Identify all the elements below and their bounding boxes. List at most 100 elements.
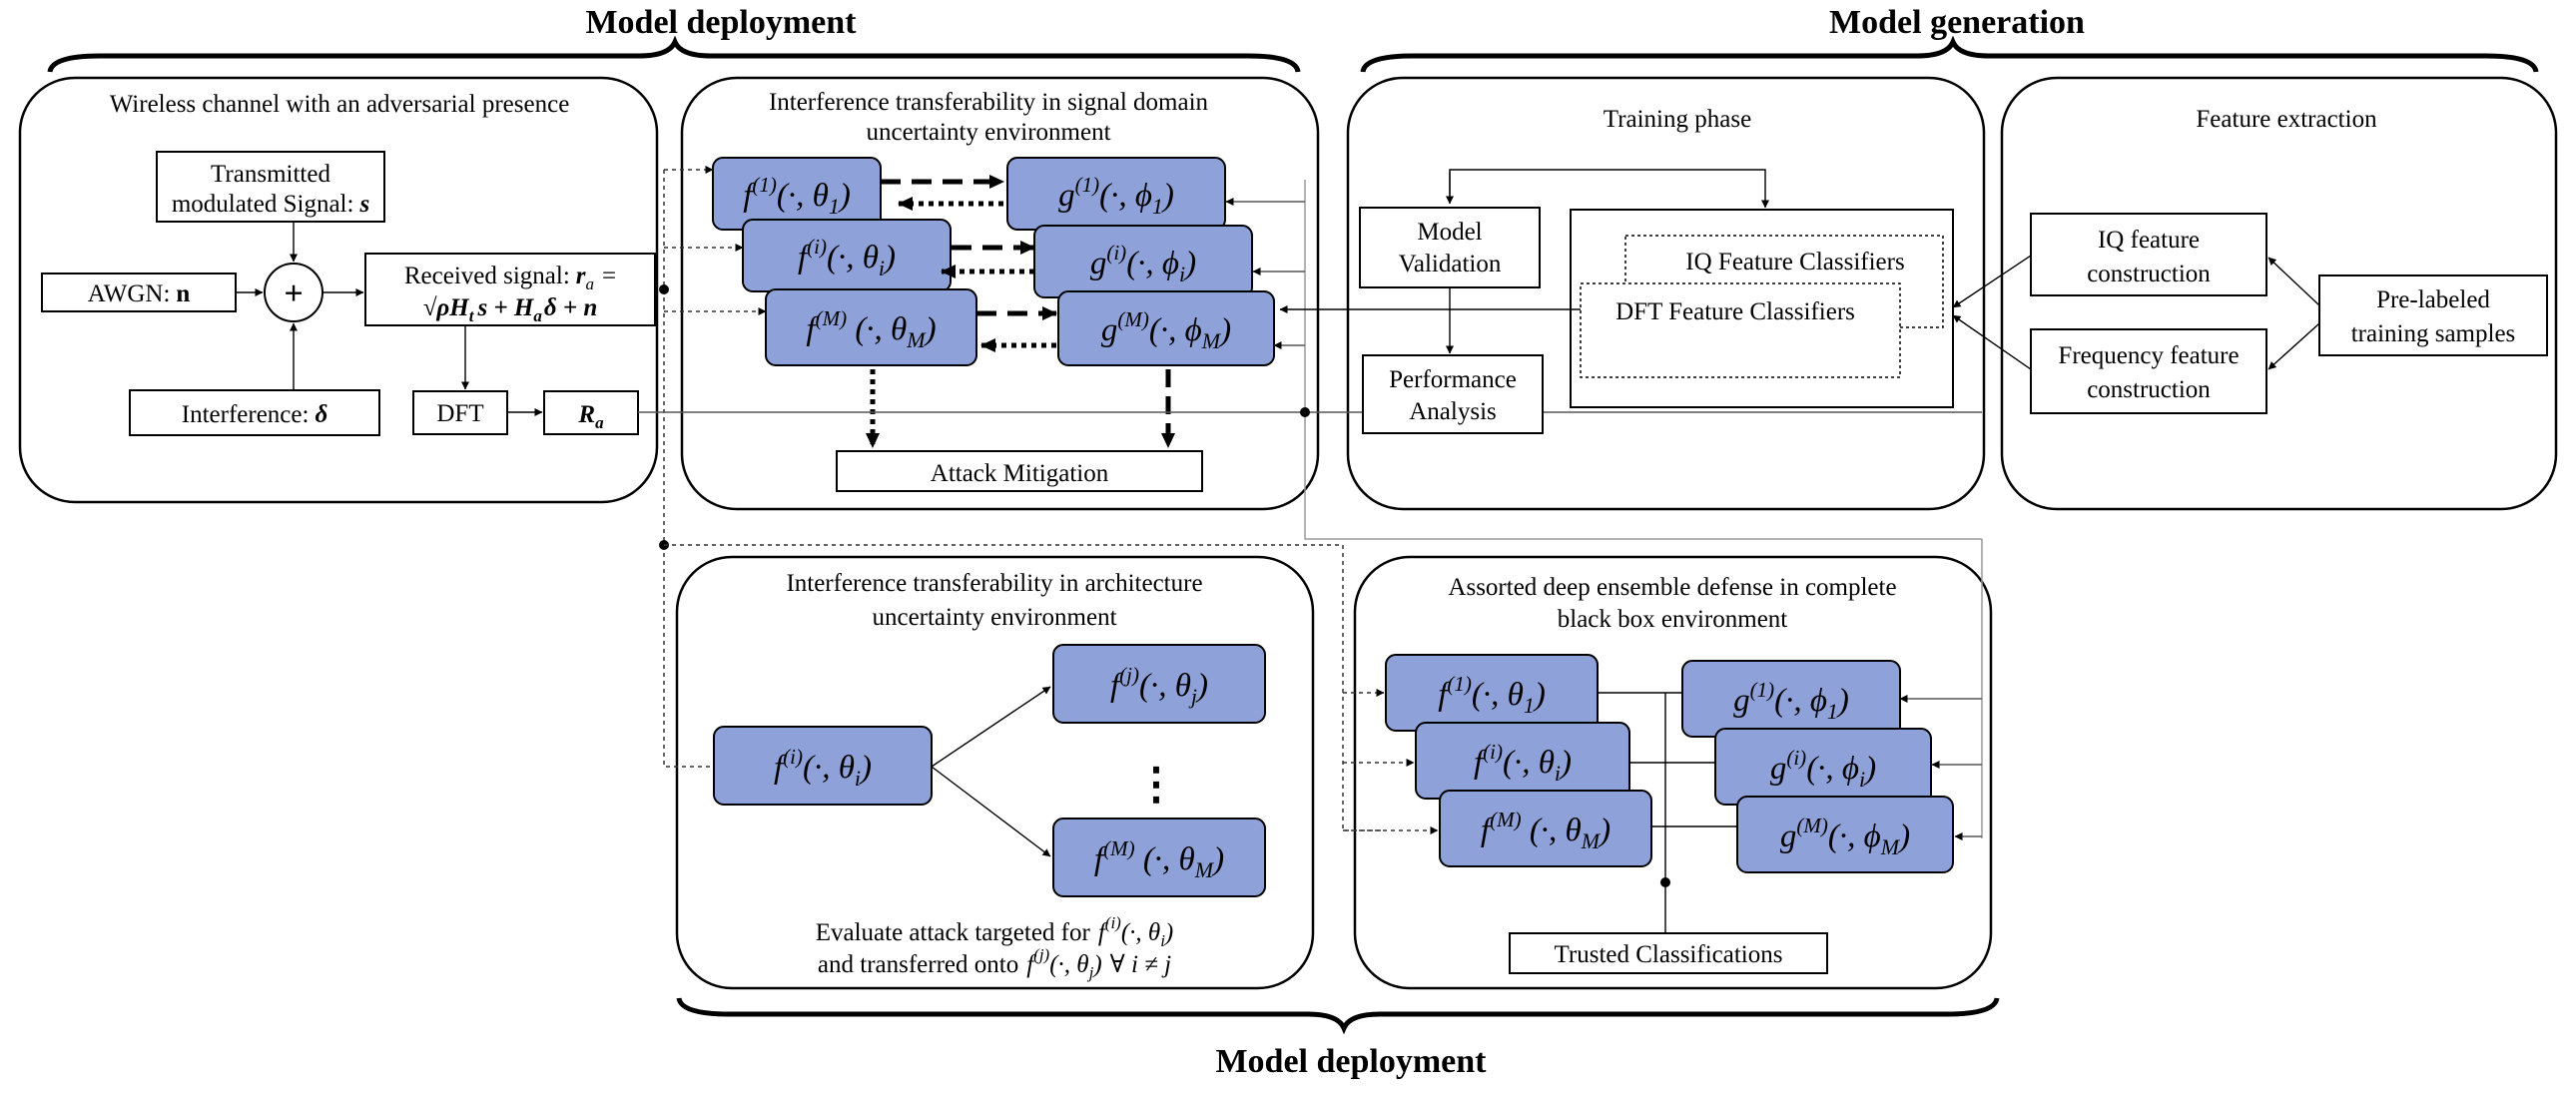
ens-g-model-3-label: g(M)(·, ϕM): [1780, 814, 1910, 859]
interference-label: Interference:δ: [182, 401, 328, 428]
header-model-deployment-top: Model deployment: [585, 4, 857, 41]
freq-feature-line2: construction: [2087, 376, 2211, 403]
arrow-iq-to-classifiers: [1952, 255, 2032, 308]
training-title: Training phase: [1604, 106, 1751, 133]
ens-g-model-3: g(M)(·, ϕM): [1736, 796, 1954, 873]
iq-classifiers-label: IQ Feature Classifiers: [1685, 249, 1904, 275]
performance-line2: Analysis: [1409, 398, 1497, 425]
sd-f-model-2-label: f(i)(·, θi): [798, 235, 896, 280]
dft-classifiers-label: DFT Feature Classifiers: [1615, 298, 1855, 325]
sd-f-model-1-label: f(1)(·, θ1): [743, 173, 851, 219]
arch-f-i-model-box: [713, 726, 933, 806]
ens-g-model-3-box: [1736, 796, 1954, 873]
dft-label: DFT: [436, 400, 483, 427]
junction-dot-ra: [1300, 407, 1310, 417]
wireless-title: Wireless channel with an adversarial pre…: [110, 91, 570, 118]
ens-g-model-2: g(i)(·, ϕi): [1714, 728, 1932, 806]
transmitted-line2: modulated Signal:s: [172, 191, 369, 218]
interference-box: [129, 389, 380, 436]
header-model-deployment-bottom: Model deployment: [1215, 1043, 1487, 1080]
ens-f-model-3-box: [1439, 790, 1652, 867]
architecture-ellipsis: ⋮: [1134, 760, 1178, 809]
iq-feature-line1: IQ feature: [2098, 227, 2200, 254]
received-line1: Received signal:ra=: [404, 263, 616, 293]
awgn-label: AWGN:n: [88, 280, 191, 307]
dotted-left-connector: [663, 170, 711, 768]
model-validation-line1: Model: [1417, 219, 1482, 246]
attack-mitigation-label: Attack Mitigation: [931, 460, 1109, 487]
gray-link-gmodels: [1304, 180, 1982, 540]
ens-g-model-1: g(1)(·, ϕ1): [1681, 660, 1901, 738]
ensemble-title-1: Assorted deep ensemble defense in comple…: [1448, 574, 1896, 601]
ens-g-model-1-label: g(1)(·, ϕ1): [1733, 678, 1849, 724]
sd-g-model-3: g(M)(·, ϕM): [1057, 290, 1275, 366]
ensemble-title-2: black box environment: [1558, 606, 1788, 633]
iq-feature-line2: construction: [2087, 261, 2211, 287]
sd-f-model-2: f(i)(·, θi): [742, 219, 952, 292]
trusted-label: Trusted Classifications: [1555, 941, 1783, 968]
panel-wireless-channel: [18, 76, 659, 504]
sd-g-model-2: g(i)(·, ϕi): [1033, 225, 1253, 298]
panel-training-phase: [1346, 76, 1986, 511]
arch-f-j-model-label: f(j)(·, θj): [1110, 663, 1208, 709]
sd-f-model-3-box: [765, 288, 977, 366]
panel-ensemble: [1353, 555, 1993, 990]
trusted-box: [1509, 932, 1828, 974]
ra-label: Ra: [577, 401, 604, 432]
prelabeled-line2: training samples: [2351, 320, 2516, 347]
panel-architecture: [675, 555, 1315, 990]
arrow-prelabeled-to-iq: [2267, 257, 2320, 306]
ens-f-model-1: f(1)(·, θ1): [1385, 654, 1599, 732]
sd-f-model-3: f(M) (·, θM): [765, 288, 977, 366]
arrow-fi-to-fM: [931, 766, 1051, 857]
performance-box: [1362, 354, 1544, 434]
sd-g-model-1: g(1)(·, ϕ1): [1006, 157, 1226, 231]
ens-f-model-2: f(i)(·, θi): [1415, 722, 1630, 800]
arch-f-M-model: f(M) (·, θM): [1052, 818, 1266, 897]
architecture-title-2: uncertainty environment: [872, 604, 1116, 631]
transmitted-box: [156, 151, 385, 223]
awgn-box: [41, 273, 237, 312]
iq-feature-box: [2030, 213, 2267, 296]
arrow-fi-to-fj: [931, 686, 1051, 768]
summing-plus: +: [284, 275, 303, 312]
sd-g-model-3-label: g(M)(·, ϕM): [1101, 307, 1231, 353]
brace-top-right: [1360, 35, 2539, 73]
sd-g-model-3-box: [1057, 290, 1275, 366]
panel-signal-domain: [680, 76, 1320, 511]
arch-f-i-model: f(i)(·, θi): [713, 726, 933, 806]
sd-g-model-1-label: g(1)(·, ϕ1): [1058, 173, 1174, 219]
model-validation-box: [1359, 207, 1541, 288]
sd-g-model-2-label: g(i)(·, ϕi): [1090, 241, 1196, 286]
arrow-freq-to-classifiers: [1952, 314, 2032, 370]
signal-domain-title-1: Interference transferability in signal d…: [769, 89, 1209, 116]
signal-domain-title-2: uncertainty environment: [866, 119, 1110, 146]
performance-line1: Performance: [1389, 366, 1517, 393]
received-signal-box: [364, 253, 656, 326]
attack-mitigation-box: [836, 450, 1203, 492]
ens-f-model-2-label: f(i)(·, θi): [1474, 740, 1572, 786]
prelabeled-box: [2318, 274, 2548, 356]
junction-dot-left: [659, 284, 669, 294]
training-loop-line: [1449, 169, 1769, 209]
panel-feature-extraction: [2000, 76, 2558, 511]
dotted-to-ensemble: [664, 544, 1384, 831]
prelabeled-line1: Pre-labeled: [2376, 286, 2490, 313]
freq-feature-line1: Frequency feature: [2058, 342, 2239, 369]
brace-bottom: [676, 997, 2000, 1035]
ens-f-model-3: f(M) (·, θM): [1439, 790, 1652, 867]
freq-feature-box: [2030, 328, 2267, 414]
arch-f-j-model-box: [1052, 644, 1266, 724]
junction-dot-ensemble: [1660, 877, 1670, 887]
header-model-generation: Model generation: [1829, 4, 2085, 41]
architecture-title-1: Interference transferability in architec…: [786, 570, 1202, 597]
arch-f-j-model: f(j)(·, θj): [1052, 644, 1266, 724]
feature-extraction-title: Feature extraction: [2196, 106, 2377, 133]
dft-classifiers-box: [1580, 282, 1901, 378]
brace-top-left: [47, 35, 1301, 73]
transmitted-line1: Transmitted: [211, 161, 330, 188]
